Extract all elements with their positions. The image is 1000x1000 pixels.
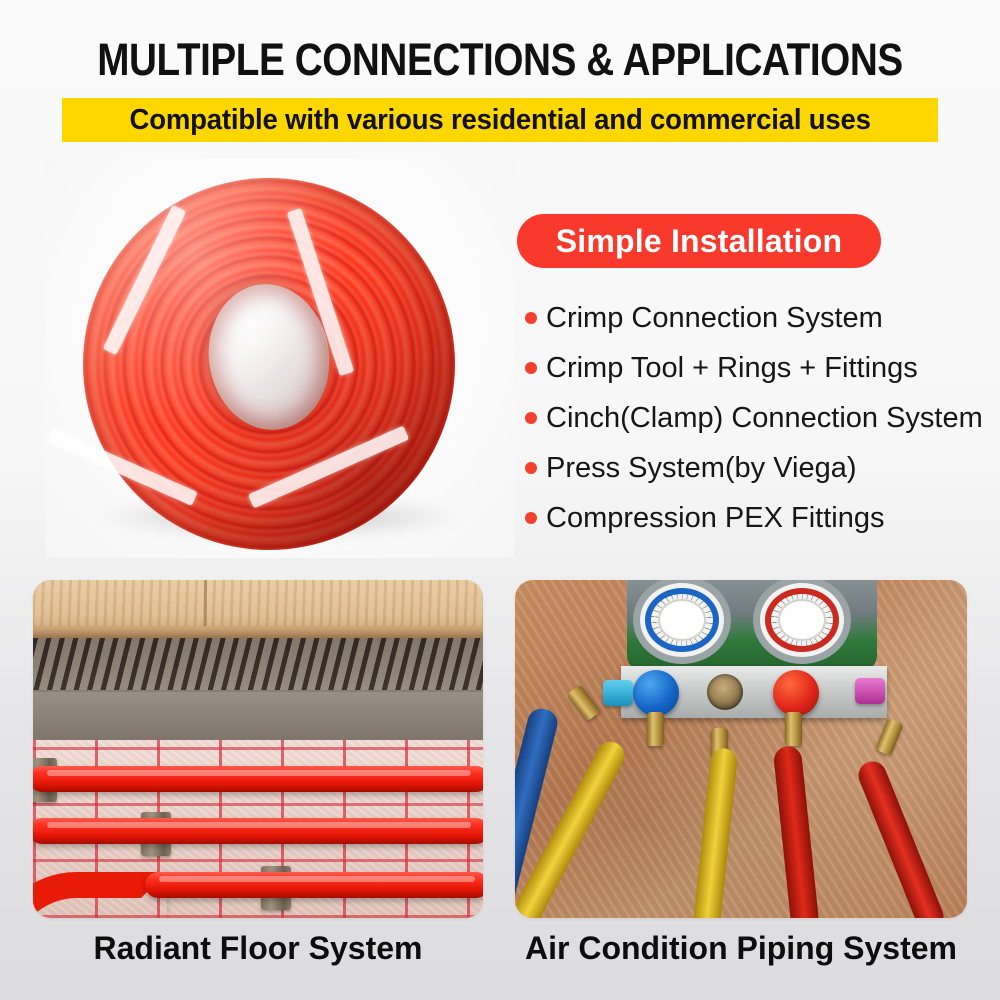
pex-pipe <box>33 766 483 792</box>
red-valve-knob <box>773 670 819 716</box>
gauge-face <box>778 599 826 641</box>
bullet-dot-icon <box>525 362 537 374</box>
list-item: Crimp Connection System <box>518 293 988 343</box>
page-title: MULTIPLE CONNECTIONS & APPLICATIONS <box>97 34 903 85</box>
feature-label: Compression PEX Fittings <box>546 501 885 534</box>
subtitle-banner: Compatible with various residential and … <box>62 98 938 142</box>
ac-manifold-photo <box>515 580 967 918</box>
brass-fitting <box>647 712 664 746</box>
feature-label: Cinch(Clamp) Connection System <box>546 401 983 434</box>
pex-pipe <box>145 872 483 898</box>
radiant-floor-photo <box>33 580 483 918</box>
bullet-dot-icon <box>525 462 537 474</box>
screed-layer <box>33 692 483 744</box>
radiant-floor-caption: Radiant Floor System <box>93 930 423 966</box>
feature-label: Press System(by Viega) <box>546 451 857 484</box>
list-item: Cinch(Clamp) Connection System <box>518 393 988 443</box>
list-item: Compression PEX Fittings <box>518 493 988 543</box>
high-pressure-gauge <box>753 580 851 664</box>
cyan-quick-coupler <box>603 680 633 706</box>
bullet-dot-icon <box>525 512 537 524</box>
blue-valve-knob <box>633 670 679 716</box>
mortar-ridges-texture <box>33 638 483 690</box>
pex-coil-photo <box>45 158 515 558</box>
pex-pipe <box>33 818 483 844</box>
list-item: Press System(by Viega) <box>518 443 988 493</box>
badge-label: Simple Installation <box>555 222 843 259</box>
magenta-quick-coupler <box>855 678 885 704</box>
gauge-face <box>658 599 706 641</box>
bullet-dot-icon <box>525 312 537 324</box>
wood-grain-texture <box>33 580 483 626</box>
wood-floor-layer <box>33 580 483 640</box>
bullet-dot-icon <box>525 412 537 424</box>
feature-label: Crimp Connection System <box>546 301 883 334</box>
center-port <box>707 674 743 710</box>
list-item: Crimp Tool + Rings + Fittings <box>518 343 988 393</box>
low-pressure-gauge <box>633 580 731 664</box>
pex-pipe-bend <box>33 872 167 918</box>
feature-list: Crimp Connection System Crimp Tool + Rin… <box>518 293 988 543</box>
brass-fitting <box>785 712 802 746</box>
simple-installation-badge: Simple Installation <box>517 214 881 268</box>
gauge-ring <box>765 588 839 652</box>
feature-label: Crimp Tool + Rings + Fittings <box>546 351 918 384</box>
ac-piping-caption: Air Condition Piping System <box>524 930 957 966</box>
subtitle-text: Compatible with various residential and … <box>129 103 871 136</box>
gauge-ring <box>645 588 719 652</box>
